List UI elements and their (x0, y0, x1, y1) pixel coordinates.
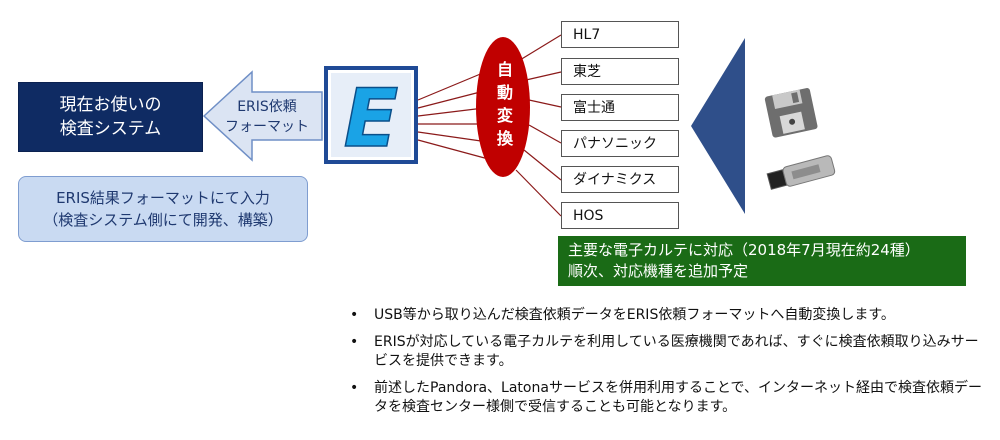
bullet-text: ERISが対応している電子カルテを利用している医療機関であれば、すぐに検査依頼取… (374, 334, 979, 369)
vendor-box-panasonic: パナソニック (561, 130, 679, 157)
eris-logo: E (324, 66, 418, 164)
ehr-note-line1: 主要な電子カルテに対応（2018年7月現在約24種） (568, 241, 920, 259)
vendor-box-hos: HOS (561, 202, 679, 229)
vendor-box-dynamics: ダイナミクス (561, 166, 679, 193)
bullet-item: • ERISが対応している電子カルテを利用している医療機関であれば、すぐに検査依… (350, 334, 979, 369)
auto-convert-label: 自動変換 (494, 61, 513, 153)
vendor-box-hl7: HL7 (561, 21, 679, 48)
usb-drive-icon (766, 155, 836, 190)
result-box-line1: ERIS結果フォーマットにて入力 (56, 189, 270, 207)
ehr-note-line2: 順次、対応機種を追加予定 (568, 262, 749, 280)
bullet-item: • USB等から取り込んだ検査依頼データをERIS依頼フォーマットへ自動変換しま… (350, 307, 895, 323)
vendor-box-toshiba: 東芝 (561, 58, 679, 85)
bullet-text: USB等から取り込んだ検査依頼データをERIS依頼フォーマットへ自動変換します。 (374, 307, 895, 323)
current-system-line2: 検査システム (59, 119, 162, 139)
arrow-label-line2: フォーマット (225, 119, 309, 135)
bullet-list: • USB等から取り込んだ検査依頼データをERIS依頼フォーマットへ自動変換しま… (348, 306, 988, 425)
floppy-disk-icon (764, 88, 818, 138)
eris-logo-letter: E (344, 72, 399, 164)
eris-request-format-label: ERIS依頼 フォーマット (212, 97, 322, 137)
eris-request-arrow (202, 70, 323, 162)
vendor-box-fujitsu: 富士通 (561, 94, 679, 121)
current-inspection-system-box: 現在お使いの 検査システム (18, 82, 203, 152)
result-box-line2: （検査システム側にて開発、構築） (43, 211, 283, 229)
bullet-text: 前述したPandora、Latonaサービスを併用利用することで、インターネット… (374, 380, 982, 415)
current-system-line1: 現在お使いの (59, 95, 162, 115)
converter-to-vendor-lines (515, 34, 562, 217)
ehr-support-note: 主要な電子カルテに対応（2018年7月現在約24種） 順次、対応機種を追加予定 (558, 236, 966, 286)
auto-convert-ellipse: 自動変換 (476, 37, 530, 177)
bullet-item: • 前述したPandora、Latonaサービスを併用利用することで、インターネ… (350, 380, 982, 415)
arrow-label-line1: ERIS依頼 (237, 99, 297, 115)
ehr-triangle (691, 38, 745, 214)
eris-result-format-box: ERIS結果フォーマットにて入力 （検査システム側にて開発、構築） (18, 176, 308, 242)
